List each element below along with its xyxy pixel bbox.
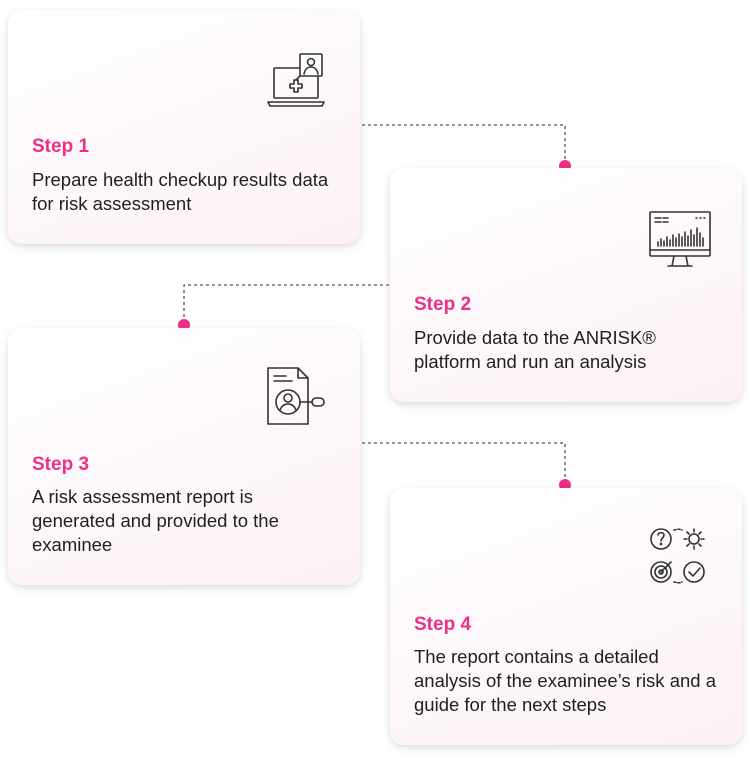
- connector-step1-step2: [362, 124, 566, 166]
- strategy-target-icon: [646, 524, 710, 588]
- connector-step3-step4: [362, 442, 566, 485]
- laptop-medical-user-icon: [266, 50, 330, 114]
- connector-step2-step3: [183, 284, 389, 325]
- monitor-analytics-icon: [648, 208, 712, 272]
- step-1-label: Step 1: [32, 136, 90, 157]
- step-1-description: Prepare health checkup results data for …: [32, 169, 329, 214]
- step-3-label: Step 3: [32, 454, 90, 475]
- step-2-label: Step 2: [414, 294, 472, 315]
- report-user-search-icon: [264, 364, 328, 428]
- step-card-3: Step 3 A risk assessment report is gener…: [8, 328, 360, 585]
- step-card-4: Step 4 The report contains a detailed an…: [390, 488, 742, 745]
- step-card-2: Step 2 Provide data to the ANRISK® platf…: [390, 168, 742, 402]
- step-card-1: Step 1 Prepare health checkup results da…: [8, 10, 360, 244]
- step-2-description: Provide data to the ANRISK® platform and…: [414, 327, 656, 372]
- step-4-description: The report contains a detailed analysis …: [414, 646, 716, 715]
- step-3-description: A risk assessment report is generated an…: [32, 486, 279, 555]
- step-4-label: Step 4: [414, 614, 472, 635]
